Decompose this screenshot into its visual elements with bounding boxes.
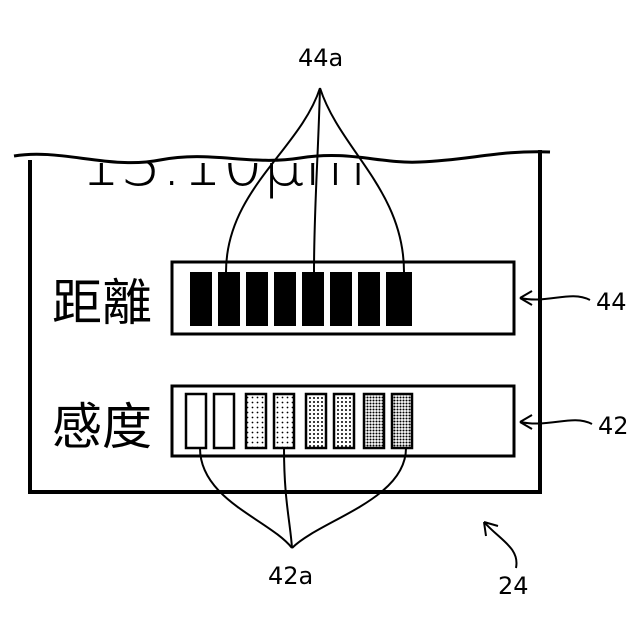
callout-24: 24: [498, 572, 529, 600]
sensitivity-segment: [214, 394, 234, 448]
distance-segment: [358, 272, 380, 326]
sensitivity-segment: [392, 394, 412, 448]
callout-44: 44: [596, 288, 627, 316]
arrow-44: [520, 291, 590, 305]
distance-segment: [190, 272, 212, 326]
sensitivity-segment: [186, 394, 206, 448]
sensitivity-segment: [334, 394, 354, 448]
distance-meter: [172, 262, 514, 334]
arrow-42: [520, 415, 592, 429]
distance-segment: [302, 272, 324, 326]
leader-42a: [200, 448, 406, 548]
distance-segment: [330, 272, 352, 326]
callout-42a: 42a: [268, 562, 313, 590]
distance-segment: [386, 272, 412, 326]
distance-segment: [246, 272, 268, 326]
sensitivity-segment: [364, 394, 384, 448]
distance-segment: [274, 272, 296, 326]
distance-reading: 13.10μm: [80, 127, 366, 201]
sensitivity-segment: [246, 394, 266, 448]
sensitivity-meter: [172, 386, 514, 456]
callout-44a: 44a: [298, 44, 343, 72]
sensitivity-label: 感度: [52, 398, 152, 456]
arrow-24: [484, 522, 517, 568]
callout-42: 42: [598, 412, 629, 440]
sensitivity-segment: [274, 394, 294, 448]
break-line: [14, 152, 550, 163]
distance-segment: [218, 272, 240, 326]
sensitivity-segment: [306, 394, 326, 448]
distance-label: 距離: [52, 274, 152, 332]
